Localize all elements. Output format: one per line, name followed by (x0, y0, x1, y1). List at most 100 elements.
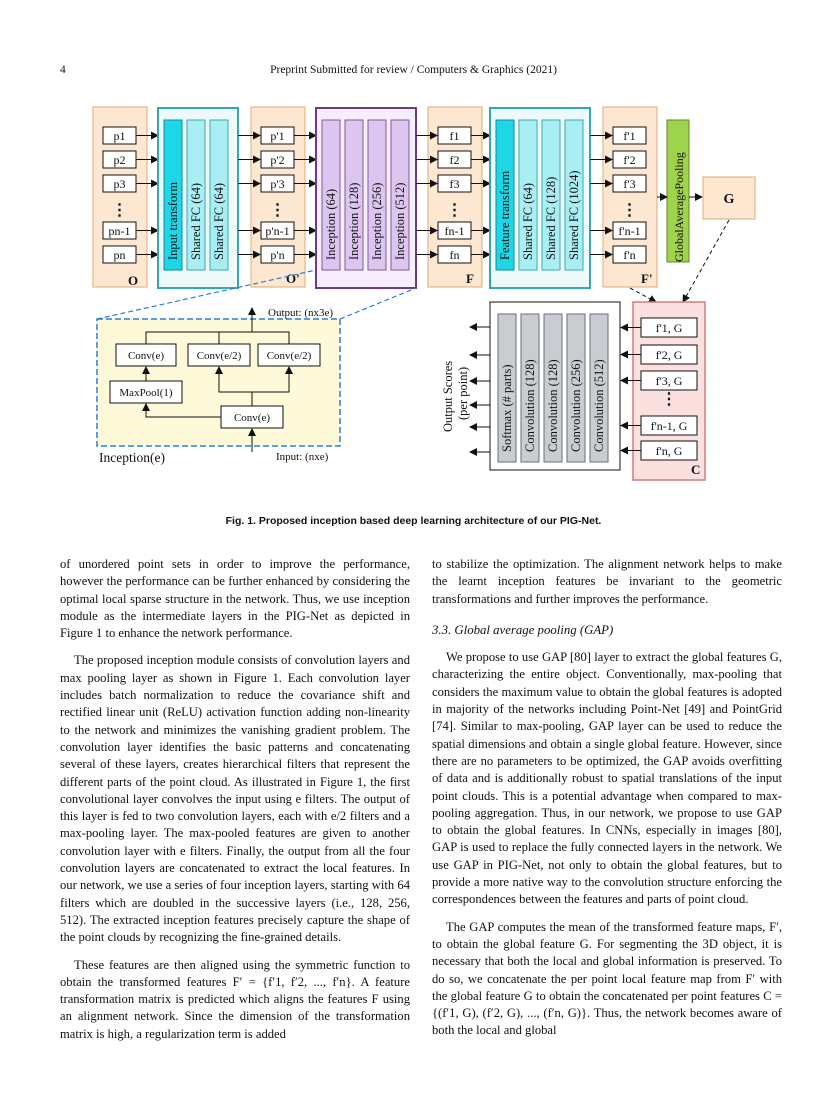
point-label: fn (450, 248, 460, 262)
input-block-layers: Input transform Shared FC (64) Shared FC (… (163, 119, 229, 271)
left-paragraph-2: The proposed inception module consists o… (60, 653, 410, 945)
ellipsis: ⋮ (447, 202, 463, 219)
concat-c-column: f'1, Gf'2, Gf'3, G⋮f'n-1, Gf'n, G (620, 317, 698, 461)
layer-label: Shared FC (128) (544, 177, 558, 260)
layer-bar (497, 313, 517, 463)
page-number: 4 (60, 64, 66, 76)
concat-label: f'3, G (656, 374, 683, 388)
label-f-prime: F' (641, 271, 653, 286)
global-feature-g (702, 176, 756, 220)
ellipsis: ⋮ (622, 202, 638, 219)
layer-label: Inception (512) (393, 183, 407, 260)
page-header: 4 Preprint Submitted for review / Comput… (0, 64, 827, 78)
layer-bar (518, 119, 538, 271)
right-intro-paragraph: to stabilize the optimization. The align… (432, 557, 782, 606)
point-label: p1 (114, 129, 126, 143)
layer-bar (390, 119, 410, 271)
layer-bar (344, 119, 364, 271)
layer-bar (163, 119, 183, 271)
concat-label: f'n-1, G (651, 419, 688, 433)
segmentation-block-layers: Softmax (# parts) Convolution (128) Convol… (497, 313, 609, 463)
output-scores-label: Output Scores (441, 361, 455, 432)
point-label: p'1 (270, 129, 284, 143)
section-heading: 3.3. Global average pooling (GAP) (432, 622, 614, 637)
concat-label: f'1, G (656, 321, 683, 335)
point-box (612, 221, 647, 240)
point-label: p'n (270, 248, 284, 262)
point-label: p3 (114, 177, 126, 191)
layer-label: Input transform (166, 182, 180, 260)
label-o-prime: O' (286, 271, 300, 286)
inception-output-label: Output: (nx3e) (268, 307, 333, 319)
left-paragraph-1: of unordered point sets in order to impr… (60, 557, 410, 641)
layer-label: Inception (256) (370, 183, 384, 260)
points-o-prime-column: p'1 p'2 p'3 ⋮ p'n-1 p'n (238, 126, 317, 264)
layer-label: Convolution (128) (546, 359, 560, 452)
ellipsis: ⋮ (270, 202, 286, 219)
maxpool-label: MaxPool(1) (119, 387, 173, 399)
layer-bar (566, 313, 586, 463)
figure-caption: Fig. 1. Proposed inception based deep le… (225, 515, 602, 527)
layer-label: Shared FC (64) (189, 183, 203, 260)
point-box (612, 150, 647, 169)
point-label: p'2 (270, 153, 284, 167)
point-label: fn-1 (445, 224, 465, 238)
ellipsis: ⋮ (112, 202, 128, 219)
conv-e2-a-label: Conv(e/2) (197, 350, 242, 362)
points-o-column: p1 p2 p3 ⋮ pn-1 pn (102, 126, 159, 264)
layer-bar (564, 119, 584, 271)
point-label: p'n-1 (265, 224, 289, 238)
point-box (612, 245, 647, 264)
layer-bar (495, 119, 515, 271)
point-label: p2 (114, 153, 126, 167)
concat-label: f'n, G (656, 444, 683, 458)
point-label: pn (114, 248, 126, 262)
layer-bar (367, 119, 387, 271)
point-label: p'3 (270, 177, 284, 191)
point-label: f'n (623, 248, 635, 262)
layer-label: Convolution (256) (569, 359, 583, 452)
layer-label: Inception (128) (347, 183, 361, 260)
inception-detail-title: Inception(e) (99, 450, 165, 465)
layer-label: Convolution (128) (523, 359, 537, 452)
point-label: f'n-1 (618, 224, 640, 238)
inception-block-layers: Inception (64)Inception (128)Inception (… (321, 119, 410, 271)
point-label: f'2 (623, 153, 635, 167)
layer-bar (543, 313, 563, 463)
output-scores-sublabel: (per point) (456, 367, 470, 420)
layer-label: Softmax (# parts) (500, 365, 514, 452)
right-paragraph-1: We propose to use GAP [80] layer to extr… (432, 650, 782, 907)
layer-bar (541, 119, 561, 271)
conv-e2-b-label: Conv(e/2) (267, 350, 312, 362)
layer-label: Convolution (512) (592, 359, 606, 452)
left-paragraph-3: These features are then aligned using th… (60, 957, 410, 1041)
layer-bar (186, 119, 206, 271)
right-paragraph-2: The GAP computes the mean of the transfo… (432, 919, 782, 1038)
point-label: f'3 (623, 177, 635, 191)
gap-label: GlobalAveragePooling (672, 152, 686, 262)
running-title: Preprint Submitted for review / Computer… (270, 64, 557, 76)
layer-bar (589, 313, 609, 463)
conv-e-bottom-label: Conv(e) (234, 412, 270, 424)
point-label: f1 (450, 129, 460, 143)
point-label: f2 (450, 153, 460, 167)
left-column: of unordered point sets in order to impr… (60, 556, 410, 1053)
point-label: f3 (450, 177, 460, 191)
layer-label: Shared FC (64) (212, 183, 226, 260)
ellipsis: ⋮ (661, 391, 677, 408)
gap-bar (666, 119, 690, 263)
layer-bar (520, 313, 540, 463)
point-label: f'1 (623, 129, 635, 143)
point-box (612, 174, 647, 193)
label-c: C (691, 462, 700, 477)
layer-bar (209, 119, 229, 271)
conv-e-left-label: Conv(e) (128, 350, 164, 362)
point-box (612, 126, 647, 145)
output-arrows (469, 323, 490, 456)
layer-label: Shared FC (1024) (567, 170, 581, 260)
layer-label: Shared FC (64) (521, 183, 535, 260)
point-label: pn-1 (109, 224, 131, 238)
layer-bar (321, 119, 341, 271)
